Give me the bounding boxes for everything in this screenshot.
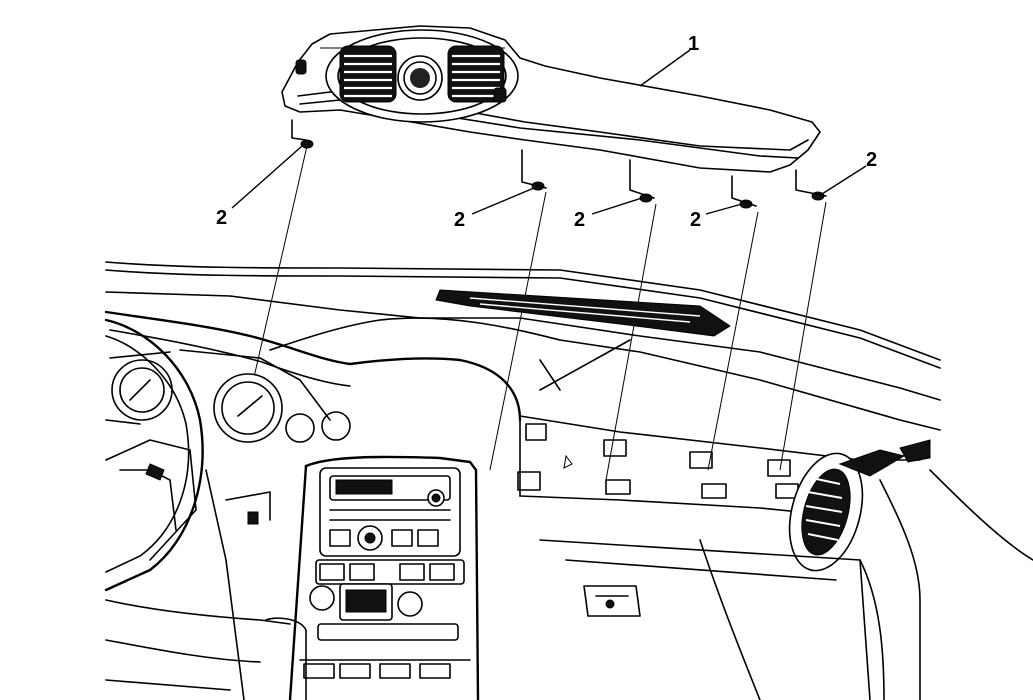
upper-trim-panel bbox=[281, 25, 821, 173]
callout-1: 1 bbox=[688, 33, 699, 55]
installation-guide-lines bbox=[245, 145, 827, 481]
right-side-air-vent bbox=[788, 452, 864, 572]
climate-controls bbox=[309, 559, 465, 641]
instrument-panel bbox=[104, 261, 1033, 700]
callout-leaders bbox=[231, 49, 867, 215]
callout-2-center-right: 2 bbox=[690, 209, 701, 231]
clock-bezel bbox=[397, 55, 443, 101]
left-lower-panel bbox=[105, 469, 307, 700]
left-center-vent-grille bbox=[339, 45, 397, 103]
right-center-vent-grille bbox=[447, 45, 505, 103]
glove-box bbox=[539, 539, 871, 700]
callout-2-left: 2 bbox=[216, 207, 227, 229]
callout-2-center-left: 2 bbox=[454, 209, 465, 231]
callout-2-right: 2 bbox=[866, 149, 877, 171]
center-stack bbox=[288, 455, 480, 700]
dash-clip-pockets bbox=[517, 423, 799, 499]
steering-wheel bbox=[104, 318, 204, 592]
radio-head-unit bbox=[319, 467, 461, 557]
instrument-cluster bbox=[109, 349, 351, 443]
callout-2-center: 2 bbox=[574, 209, 585, 231]
